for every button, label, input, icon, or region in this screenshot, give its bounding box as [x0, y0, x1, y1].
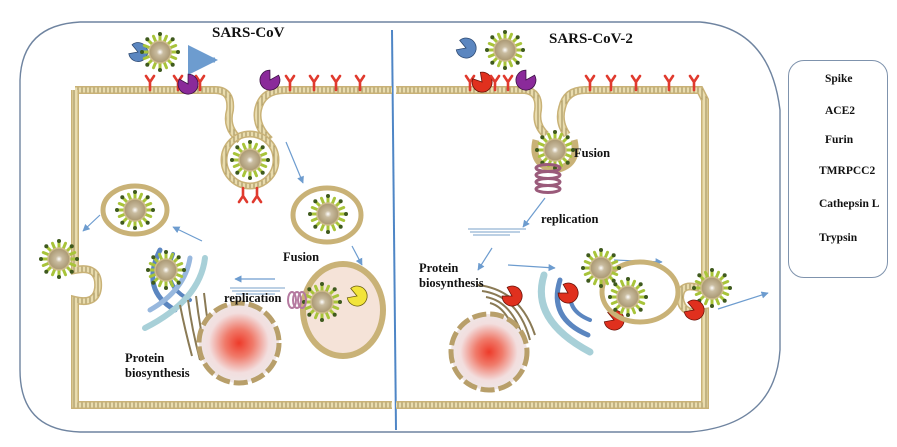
legend-item-tmrpcc2: TMRPCC2: [789, 158, 887, 184]
right-rna-strands: [468, 228, 526, 236]
left-rna-strands: [230, 287, 285, 295]
left-fusion-label: Fusion: [283, 250, 320, 264]
left-vesicle-right: [290, 185, 364, 245]
left-nucleus: [196, 300, 282, 386]
legend-item-cathepsin-l: Cathepsin L: [789, 191, 887, 217]
legend-label: ACE2: [825, 105, 856, 117]
released-virus: [37, 237, 81, 281]
flow-arrow: [507, 263, 556, 272]
legend-item-spike: Spike: [789, 66, 887, 92]
left-cell-membrane: [71, 86, 392, 409]
virus-particle: [144, 248, 188, 292]
left-biosynthesis-label: biosynthesis: [125, 366, 190, 380]
right-vesicle: [579, 246, 681, 325]
left-endolysosome: [300, 261, 386, 359]
title-sars-cov: SARS-CoV: [212, 25, 285, 41]
right-protein-label: Protein: [419, 261, 459, 275]
left-protein-label: Protein: [125, 351, 165, 365]
left-rna-coil: [287, 291, 307, 309]
left-vesicle-upper: [100, 183, 170, 237]
legend-label: TMRPCC2: [819, 165, 876, 177]
legend-item-trypsin: Trypsin: [789, 225, 887, 251]
legend-label: Furin: [825, 134, 854, 146]
flow-arrow: [285, 141, 304, 184]
flow-arrow: [717, 291, 769, 310]
ace2-receptor: [237, 186, 249, 204]
flow-arrow: [522, 197, 546, 228]
virus-particle: [228, 138, 272, 182]
flow-arrow: [82, 214, 101, 232]
cell-frame: [19, 21, 781, 433]
left-replication-label: replication: [224, 291, 282, 305]
legend-label: Trypsin: [819, 232, 858, 244]
flow-arrow: [477, 247, 493, 271]
virus-particle: [483, 28, 527, 72]
virus-particle: [138, 30, 182, 74]
ace2-receptor: [251, 186, 263, 204]
left-endocytic-vesicle: [220, 130, 280, 204]
flow-arrow: [172, 226, 203, 242]
legend-item-ace2: ACE2: [789, 98, 887, 124]
right-fusion-label: Fusion: [574, 146, 611, 160]
panel-divider: [391, 29, 397, 431]
right-nucleus: [448, 311, 530, 393]
right-cell-membrane: [396, 86, 709, 409]
legend-label: Cathepsin L: [819, 198, 880, 210]
right-rna-coil: [534, 163, 562, 194]
legend-label: Spike: [825, 73, 853, 85]
legend: Spike ACE2 Furin TMRPCC2 Cathepsin L Try…: [788, 60, 888, 278]
legend-item-furin: Furin: [789, 127, 887, 153]
flow-arrow: [351, 245, 363, 266]
right-replication-label: replication: [541, 212, 599, 226]
title-sars-cov-2: SARS-CoV-2: [549, 31, 633, 47]
trypsin-enzyme: [454, 35, 480, 62]
right-biosynthesis-label: biosynthesis: [419, 276, 484, 290]
